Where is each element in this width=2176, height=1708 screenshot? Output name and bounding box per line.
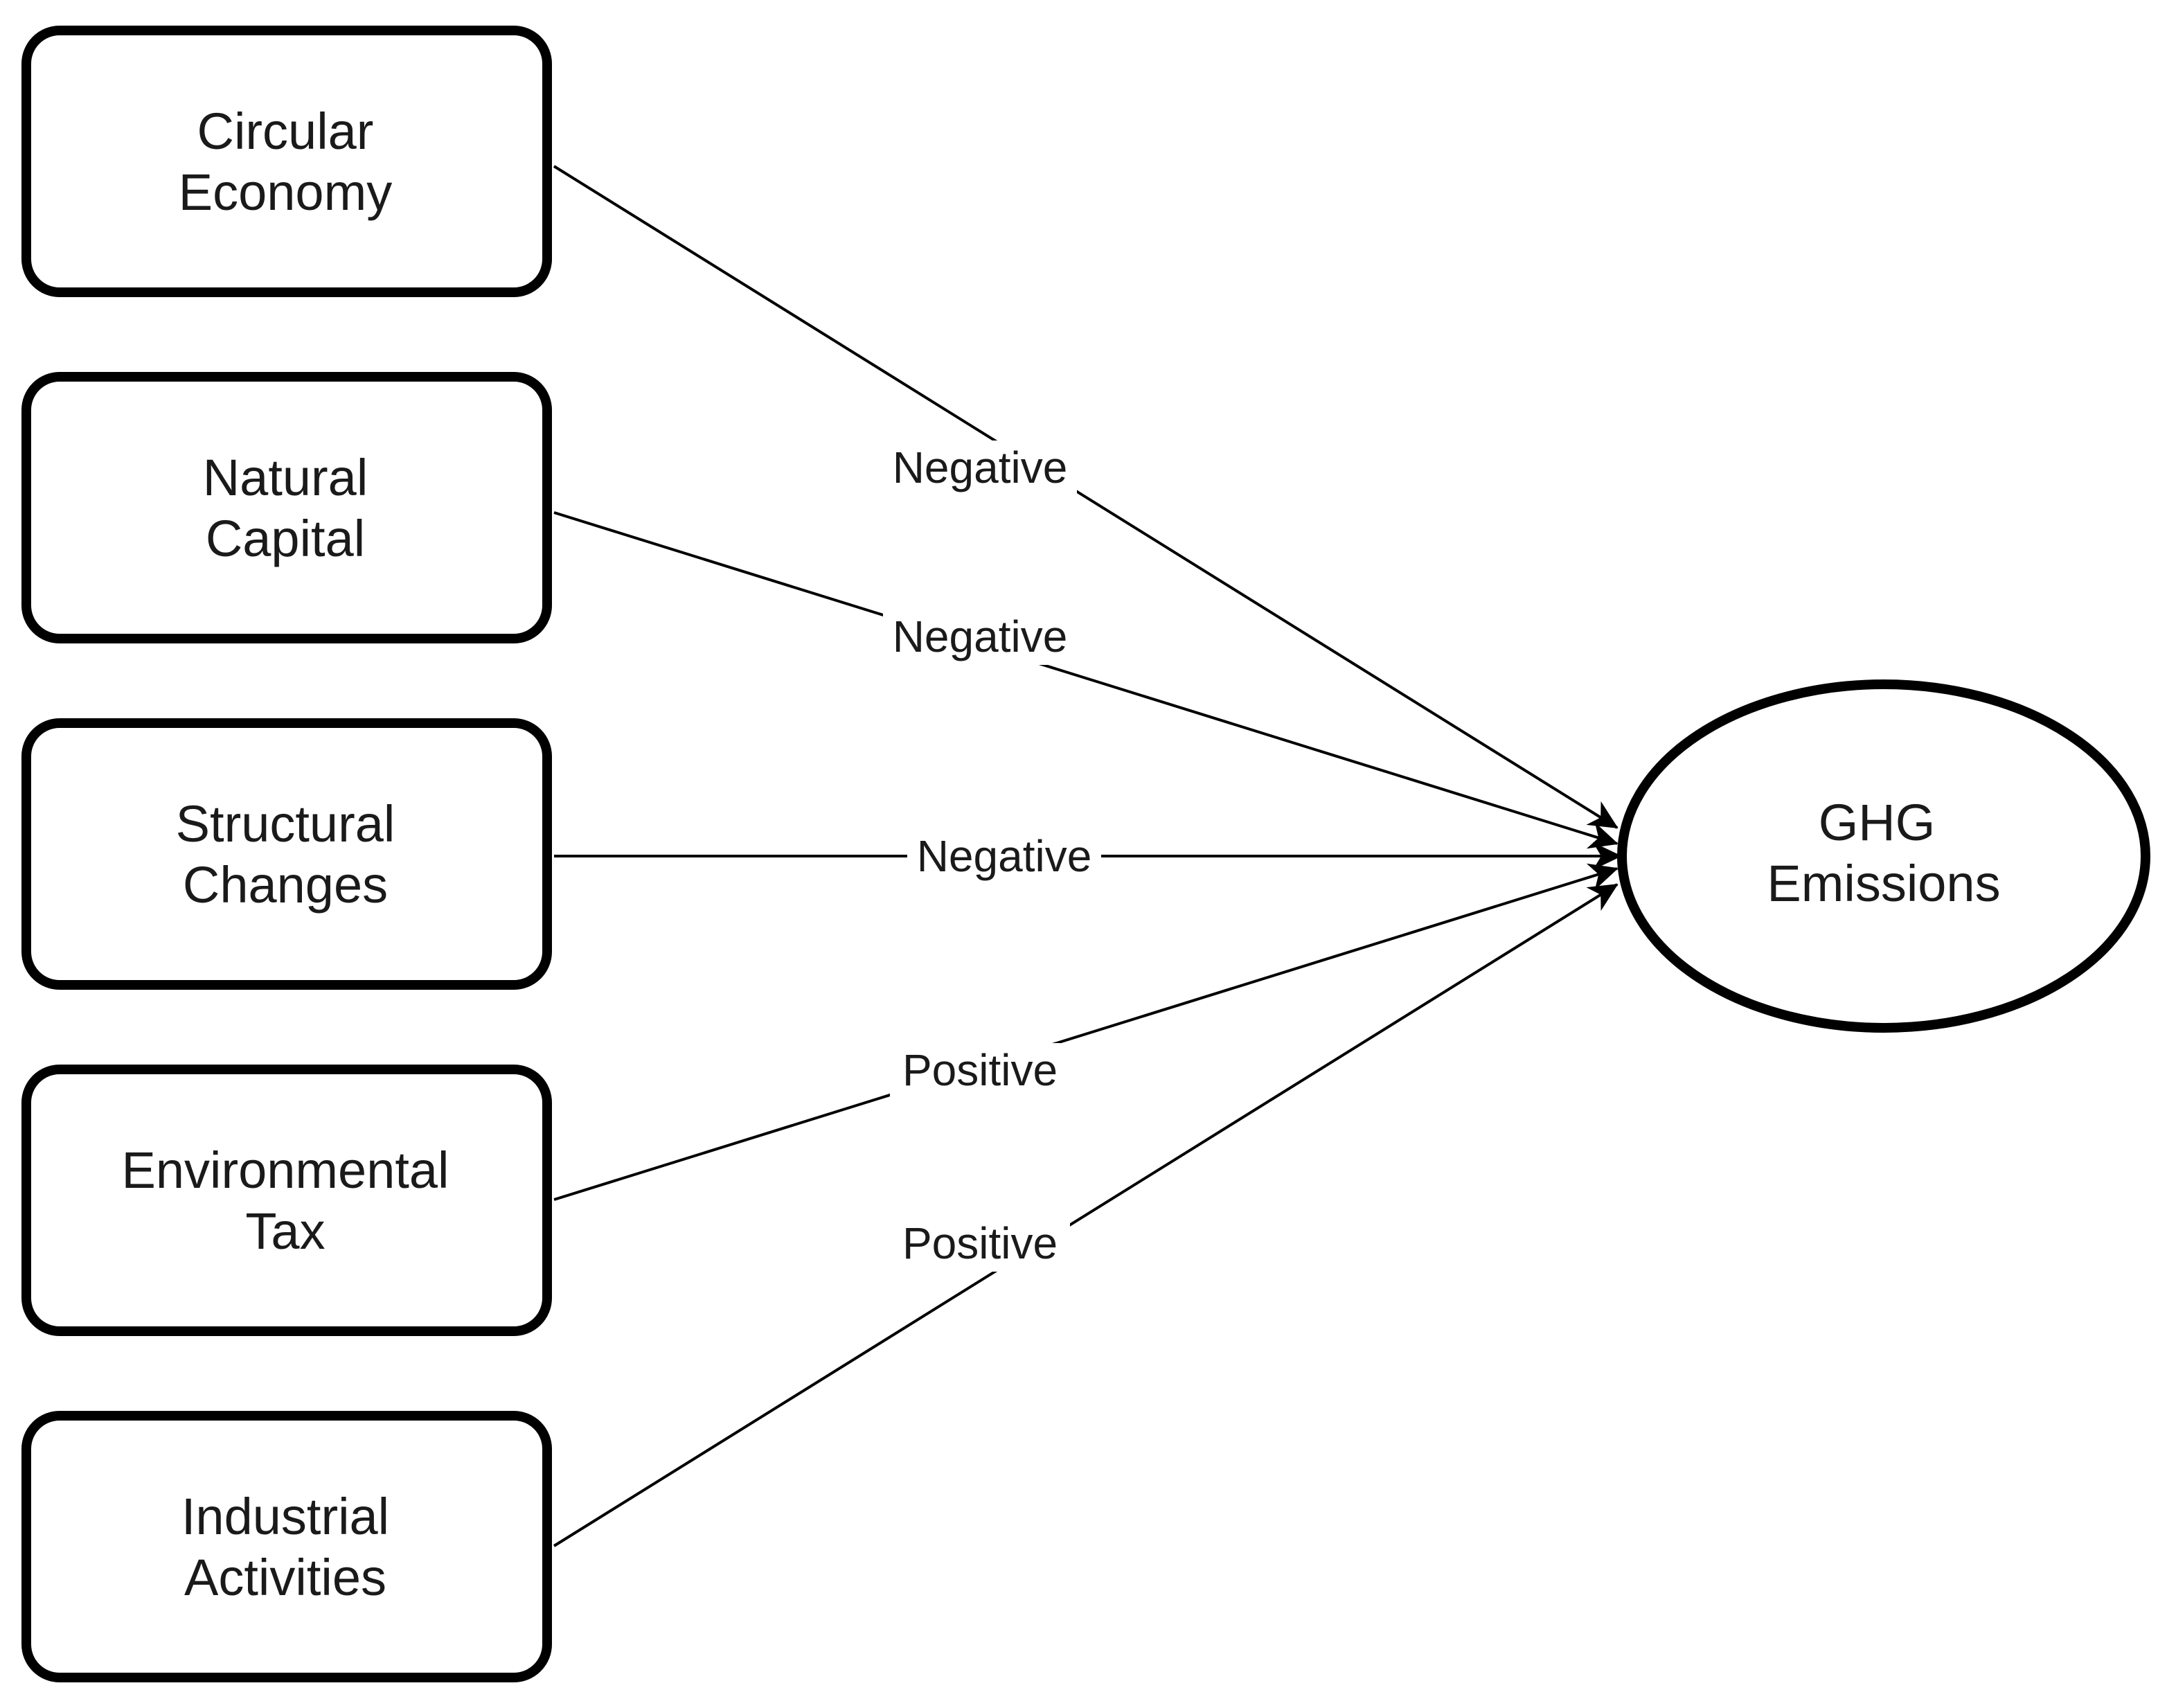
edge-label-structural-changes: Negative [917,831,1092,881]
node-structural-changes: Structural Changes [21,718,552,990]
edge-label-natural-capital: Negative [893,612,1068,661]
edge-label-group-3: Negative [907,828,1101,884]
edge-environmental-tax-to-ghg [553,863,1618,1201]
node-circular-economy-line2: Economy [179,163,392,221]
node-industrial-activities-line2: Activities [184,1549,386,1606]
node-environmental-tax: Environmental Tax [21,1065,552,1336]
node-natural-capital-line2: Capital [206,510,365,567]
edge-label-group-2: Negative [883,610,1077,665]
node-industrial-activities: Industrial Activities [21,1411,552,1682]
node-ghg-emissions: GHG Emissions [1617,679,2150,1033]
edge-label-group-1: Negative [883,441,1077,496]
node-circular-economy: Circular Economy [21,26,552,297]
edge-circular-economy-to-ghg [553,165,1618,829]
edge-label-circular-economy: Negative [893,443,1068,492]
node-environmental-tax-line1: Environmental [121,1141,449,1199]
node-natural-capital-line1: Natural [203,449,368,506]
edge-label-environmental-tax: Positive [902,1045,1058,1095]
edge-label-group-4: Positive [890,1043,1070,1098]
node-structural-changes-line2: Changes [183,856,388,914]
node-ghg-emissions-line2: Emissions [1767,855,2000,912]
node-natural-capital: Natural Capital [21,372,552,643]
edge-industrial-activities-to-ghg [553,883,1618,1547]
edge-label-group-5: Positive [890,1216,1070,1272]
edge-natural-capital-to-ghg [553,511,1618,849]
node-industrial-activities-line1: Industrial [181,1488,389,1545]
node-environmental-tax-line2: Tax [245,1202,325,1260]
edge-label-industrial-activities: Positive [902,1218,1058,1268]
node-structural-changes-line1: Structural [176,795,395,853]
node-ghg-emissions-line1: GHG [1819,794,1936,851]
node-circular-economy-line1: Circular [197,103,374,160]
